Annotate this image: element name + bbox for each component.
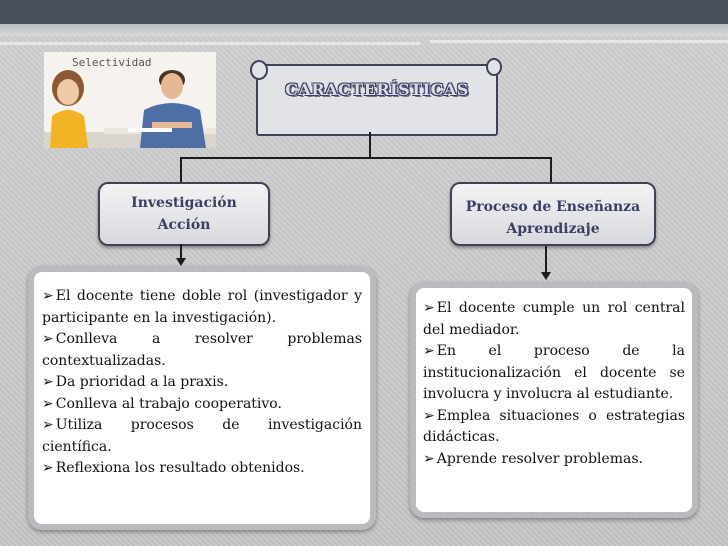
top-bar — [0, 0, 728, 24]
connector-left-drop — [180, 157, 182, 182]
arrow-down-icon — [541, 246, 551, 280]
decor-stripe — [430, 40, 728, 43]
list-item: Conlleva al trabajo cooperativo. — [42, 394, 362, 416]
category-right-line2: Aprendizaje — [506, 221, 600, 237]
list-item: El docente cumple un rol central del med… — [423, 298, 685, 341]
list-item: Conlleva a resolver problemas contextual… — [42, 329, 362, 372]
list-item: Emplea situaciones o estrategias didácti… — [423, 406, 685, 449]
category-left-line2: Acción — [157, 217, 211, 233]
investigacion-accion-panel: El docente tiene doble rol (investigador… — [28, 266, 376, 530]
photo-caption: Selectividad — [72, 56, 152, 69]
list-item: El docente tiene doble rol (investigador… — [42, 286, 362, 329]
list-item: Utiliza procesos de investigación cientí… — [42, 415, 362, 458]
top-bar-accent — [0, 24, 728, 36]
category-right-line1: Proceso de Enseñanza — [465, 199, 641, 215]
category-investigacion-accion: Investigación Acción — [98, 182, 270, 246]
list-item: En el proceso de la institucionalización… — [423, 341, 685, 406]
scroll-curl-right — [486, 58, 502, 76]
investigacion-accion-list: El docente tiene doble rol (investigador… — [42, 286, 362, 480]
list-item: Reflexiona los resultado obtenidos. — [42, 458, 362, 480]
title-scroll: CARACTERÍSTICAS — [250, 58, 502, 136]
arrow-down-icon — [176, 244, 186, 266]
list-item: Da prioridad a la praxis. — [42, 372, 362, 394]
people-illustration — [44, 52, 216, 148]
connector-trunk — [369, 132, 371, 158]
list-item: Aprende resolver problemas. — [423, 449, 685, 471]
ensenanza-aprendizaje-panel: El docente cumple un rol central del med… — [410, 282, 698, 518]
connector-right-drop — [550, 157, 552, 182]
scroll-curl-left — [250, 60, 268, 80]
decor-stripe — [0, 42, 420, 45]
connector-horizontal — [180, 157, 552, 159]
category-ensenanza-aprendizaje: Proceso de Enseñanza Aprendizaje — [450, 182, 656, 246]
category-left-line1: Investigación — [131, 195, 237, 211]
classroom-photo: Selectividad — [44, 52, 216, 148]
diagram-title: CARACTERÍSTICAS — [285, 80, 469, 99]
ensenanza-aprendizaje-list: El docente cumple un rol central del med… — [423, 298, 685, 470]
